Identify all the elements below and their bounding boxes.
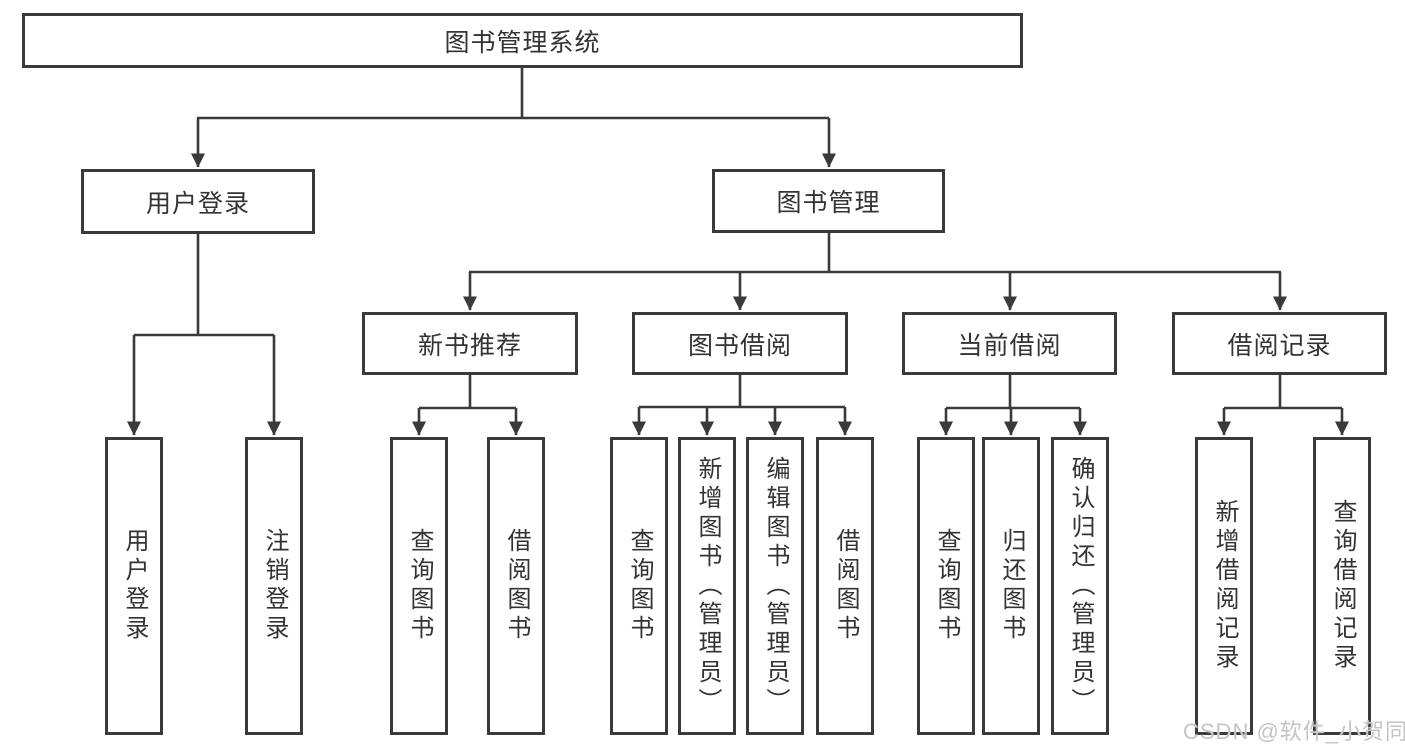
leaf-logout: 注销登录 bbox=[245, 437, 303, 735]
node-book-management: 图书管理 bbox=[712, 169, 945, 233]
leaf-query-books-recommend: 查询图书 bbox=[390, 437, 448, 735]
leaf-add-books-admin: 新增图书（管理员） bbox=[678, 437, 736, 735]
node-book-management-label: 图书管理 bbox=[776, 189, 881, 217]
leaf-query-borrow-record: 查询借阅记录 bbox=[1313, 437, 1371, 735]
leaf-borrow-books-recommend-label: 借阅图书 bbox=[503, 528, 530, 644]
node-book-borrow-label: 图书借阅 bbox=[687, 331, 792, 360]
leaf-edit-books-admin: 编辑图书（管理员） bbox=[746, 437, 804, 735]
leaf-return-books: 归还图书 bbox=[982, 437, 1040, 735]
node-new-book-recommend: 新书推荐 bbox=[362, 312, 578, 375]
leaf-confirm-return-admin: 确认归还（管理员） bbox=[1051, 437, 1109, 735]
node-current-borrow: 当前借阅 bbox=[902, 312, 1117, 375]
leaf-confirm-return-admin-label: 确认归还（管理员） bbox=[1067, 455, 1094, 717]
node-root: 图书管理系统 bbox=[22, 13, 1023, 68]
node-borrow-records-label: 借阅记录 bbox=[1227, 331, 1332, 360]
leaf-query-books-borrow: 查询图书 bbox=[610, 437, 668, 735]
leaf-add-books-admin-label: 新增图书（管理员） bbox=[694, 455, 721, 717]
leaf-edit-books-admin-label: 编辑图书（管理员） bbox=[762, 455, 789, 717]
node-root-label: 图书管理系统 bbox=[444, 28, 601, 57]
leaf-borrow-books-label: 借阅图书 bbox=[832, 528, 859, 644]
node-current-borrow-label: 当前借阅 bbox=[957, 331, 1062, 360]
leaf-user-login: 用户登录 bbox=[105, 437, 163, 735]
leaf-user-login-label: 用户登录 bbox=[121, 528, 148, 644]
leaf-query-books-current: 查询图书 bbox=[917, 437, 975, 735]
leaf-return-books-label: 归还图书 bbox=[998, 528, 1025, 644]
leaf-borrow-books-recommend: 借阅图书 bbox=[487, 437, 545, 735]
node-book-borrow: 图书借阅 bbox=[632, 312, 848, 375]
leaf-query-books-current-label: 查询图书 bbox=[933, 528, 960, 644]
node-new-book-recommend-label: 新书推荐 bbox=[417, 331, 522, 360]
leaf-query-borrow-record-label: 查询借阅记录 bbox=[1329, 499, 1356, 673]
leaf-logout-label: 注销登录 bbox=[261, 528, 288, 644]
node-user-login: 用户登录 bbox=[81, 169, 315, 234]
node-borrow-records: 借阅记录 bbox=[1172, 312, 1387, 375]
csdn-watermark: CSDN @软件_小贺同学 bbox=[1183, 719, 1405, 744]
node-user-login-label: 用户登录 bbox=[145, 189, 250, 218]
leaf-query-books-recommend-label: 查询图书 bbox=[406, 528, 433, 644]
leaf-query-books-borrow-label: 查询图书 bbox=[626, 528, 653, 644]
leaf-add-borrow-record: 新增借阅记录 bbox=[1195, 437, 1253, 735]
leaf-add-borrow-record-label: 新增借阅记录 bbox=[1211, 499, 1238, 673]
leaf-borrow-books: 借阅图书 bbox=[816, 437, 874, 735]
